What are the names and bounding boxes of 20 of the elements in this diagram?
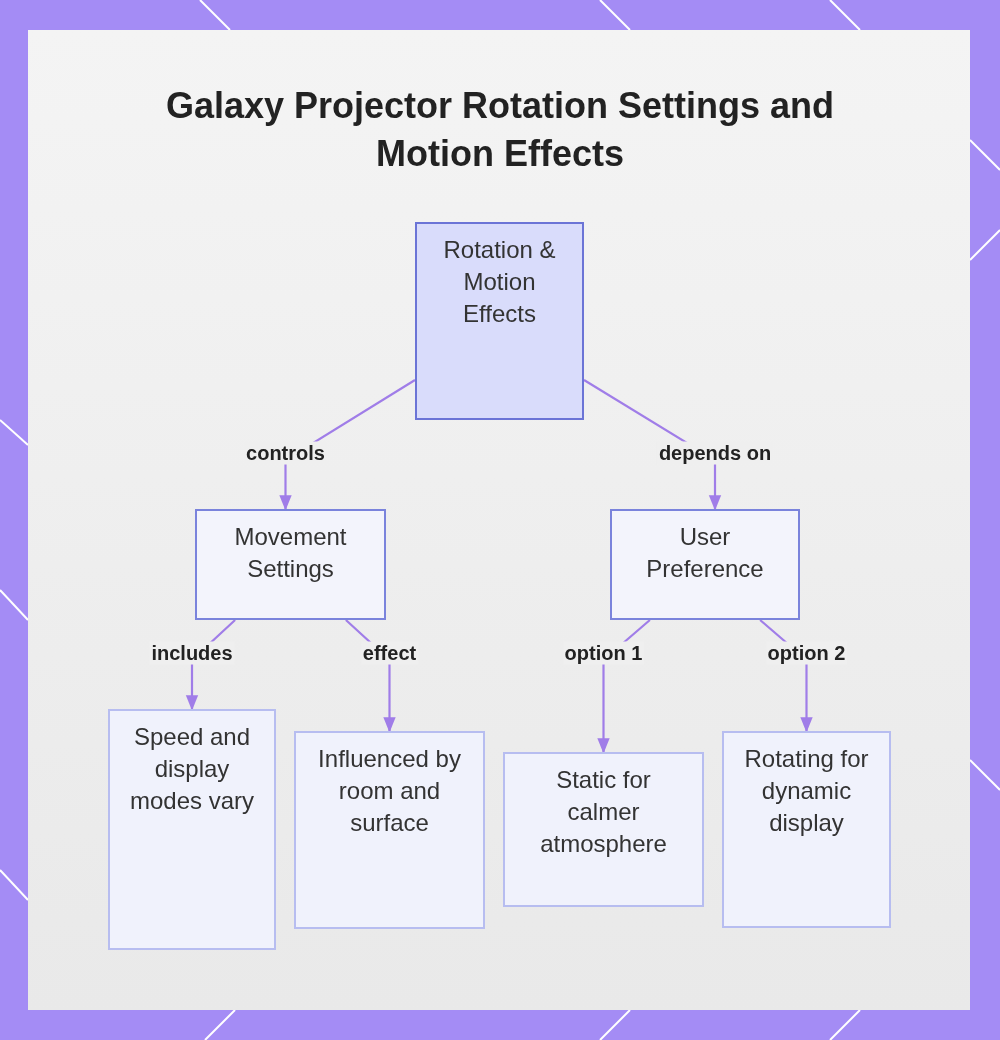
topic-box <box>415 222 584 420</box>
node-text: Movement Settings <box>233 522 348 584</box>
process-box <box>195 509 386 620</box>
process-box <box>610 509 800 620</box>
edge-label: option 2 <box>765 641 848 665</box>
process-box <box>294 731 485 929</box>
node-text: Static for calmer atmosphere <box>539 765 668 859</box>
node-text: Influenced by room and surface <box>317 744 462 838</box>
process-box <box>722 731 891 928</box>
edge-label: controls <box>244 441 327 465</box>
node-text: Rotation & Motion Effects <box>442 235 557 329</box>
process-box <box>503 752 704 907</box>
node-text: Rotating for dynamic display <box>743 744 870 838</box>
edge-label: effect <box>360 641 419 665</box>
edge-label: includes <box>149 641 235 665</box>
process-box <box>108 709 276 950</box>
title: Galaxy Projector Rotation Settings and Motion Effects <box>164 84 836 176</box>
node-text: User Preference <box>645 522 765 584</box>
edge-label: option 1 <box>562 641 645 665</box>
node-text: Speed and display modes vary <box>128 722 255 816</box>
